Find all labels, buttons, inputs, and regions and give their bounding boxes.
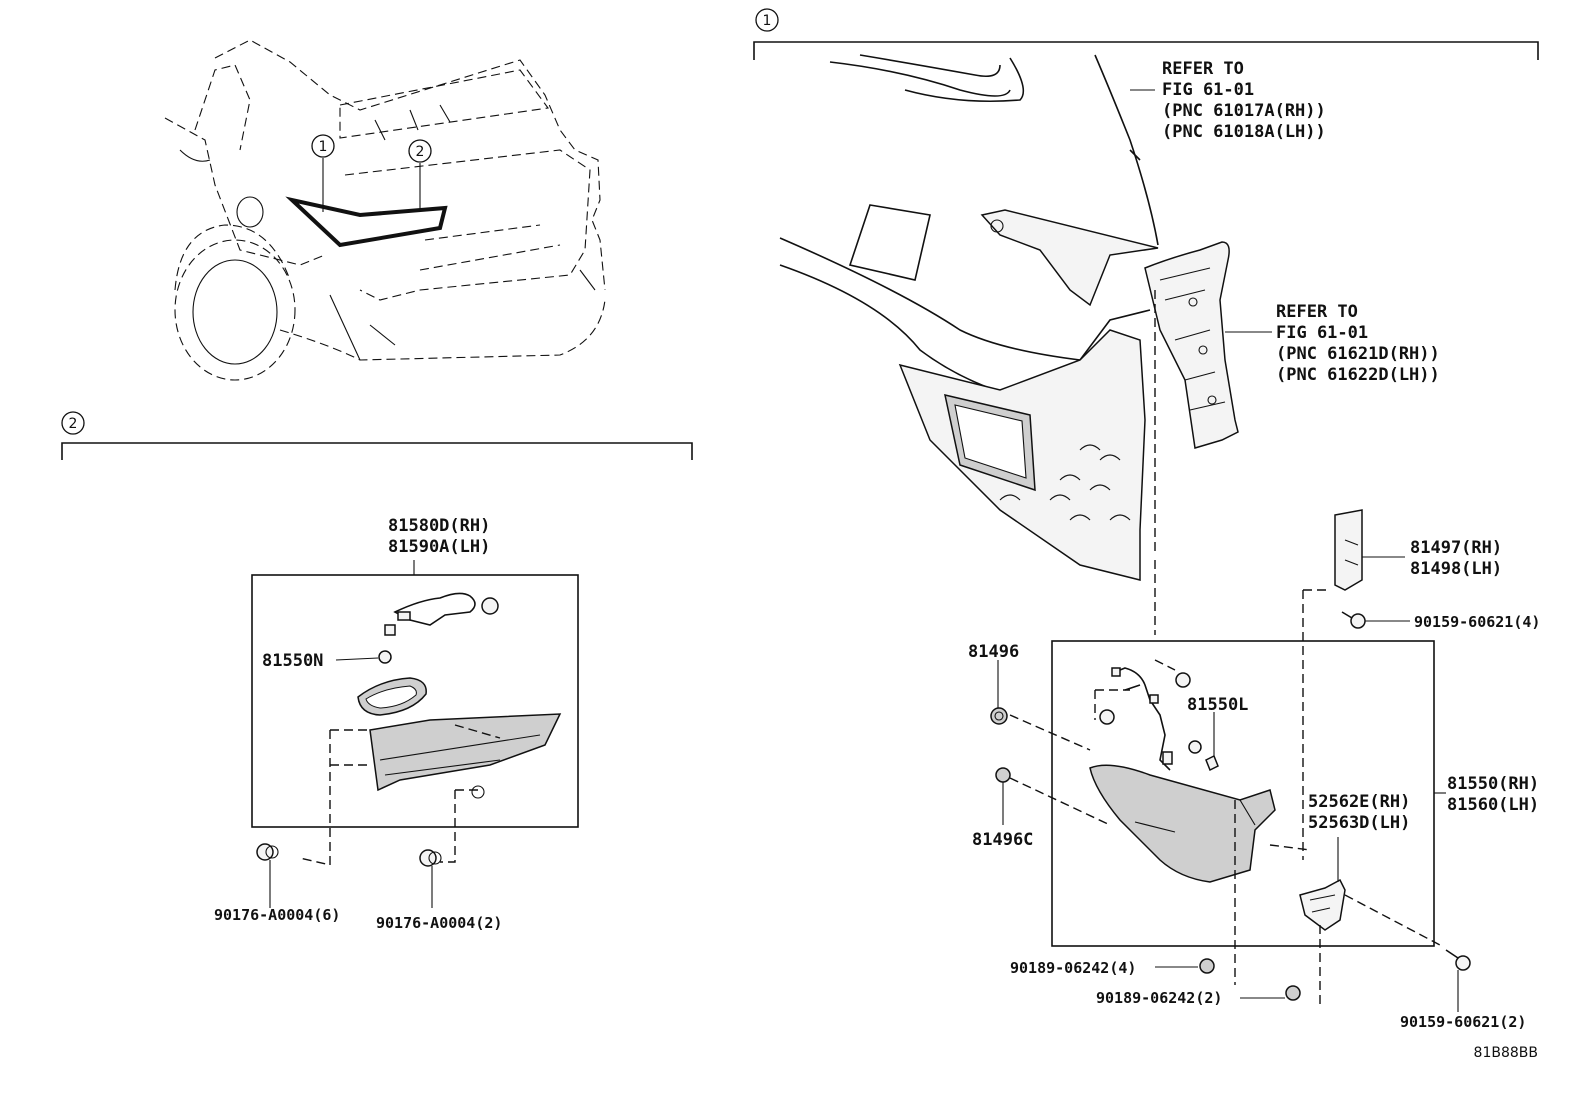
label-81496c: 81496C <box>972 830 1033 850</box>
svg-text:1: 1 <box>763 13 772 29</box>
bracket-81497 <box>1302 509 1405 860</box>
reference-note-1: REFER TO FIG 61-01 (PNC 61017A(RH)) (PNC… <box>1162 59 1326 142</box>
label-90176-2: 90176-A0004(2) <box>376 914 502 932</box>
label-81550l: 81550L <box>1187 695 1248 715</box>
section-1-bracket: 1 <box>753 8 1539 60</box>
svg-text:FIG 61-01: FIG 61-01 <box>1276 323 1368 343</box>
label-81550n: 81550N <box>262 651 323 671</box>
svg-text:REFER TO: REFER TO <box>1162 59 1244 79</box>
svg-text:(PNC 61017A(RH)): (PNC 61017A(RH)) <box>1162 101 1326 121</box>
svg-text:FIG 61-01: FIG 61-01 <box>1162 80 1254 100</box>
screw-90159-4 <box>1341 611 1410 629</box>
outer-lamp-assembly <box>1009 640 1446 1005</box>
label-81550: 81550(RH) <box>1447 774 1539 794</box>
svg-text:REFER TO: REFER TO <box>1276 302 1358 322</box>
label-52562e: 52562E(RH) <box>1308 792 1410 812</box>
reference-note-2: REFER TO FIG 61-01 (PNC 61621D(RH)) (PNC… <box>1276 302 1440 385</box>
clip-left <box>256 843 279 908</box>
label-81590a: 81590A(LH) <box>388 537 490 557</box>
label-81497: 81497(RH) <box>1410 538 1502 558</box>
svg-text:2: 2 <box>416 144 425 160</box>
bolt-90189-2 <box>1240 985 1301 1001</box>
svg-text:2: 2 <box>69 416 78 432</box>
callout-1-vehicle: 1 <box>311 134 335 158</box>
grommet-81496c <box>995 767 1011 825</box>
section-2-bracket: 2 <box>61 411 693 460</box>
bolt-90189-4 <box>1155 958 1215 974</box>
screw-90159-2 <box>1445 949 1471 1012</box>
label-81560: 81560(LH) <box>1447 795 1539 815</box>
label-90189-2: 90189-06242(2) <box>1096 989 1222 1007</box>
label-90176-6: 90176-A0004(6) <box>214 906 340 924</box>
svg-text:(PNC 61018A(LH)): (PNC 61018A(LH)) <box>1162 122 1326 142</box>
label-52563d: 52563D(LH) <box>1308 813 1410 833</box>
svg-text:1: 1 <box>319 139 328 155</box>
label-90159-4: 90159-60621(4) <box>1414 613 1540 631</box>
label-81498: 81498(LH) <box>1410 559 1502 579</box>
svg-text:(PNC 61622D(LH)): (PNC 61622D(LH)) <box>1276 365 1440 385</box>
nut-81496 <box>990 660 1008 725</box>
label-90159-2: 90159-60621(2) <box>1400 1013 1526 1031</box>
figure-code: 81B88BB <box>1474 1045 1538 1061</box>
callout-2-vehicle: 2 <box>408 139 432 163</box>
inner-lamp-assembly <box>251 560 579 866</box>
clip-right <box>419 849 442 908</box>
label-81580d: 81580D(RH) <box>388 516 490 536</box>
svg-text:(PNC 61621D(RH)): (PNC 61621D(RH)) <box>1276 344 1440 364</box>
vehicle-rear-illustration <box>164 39 606 381</box>
label-81496: 81496 <box>968 642 1019 662</box>
label-90189-4: 90189-06242(4) <box>1010 959 1136 977</box>
quarter-panel-illustration <box>779 54 1272 635</box>
